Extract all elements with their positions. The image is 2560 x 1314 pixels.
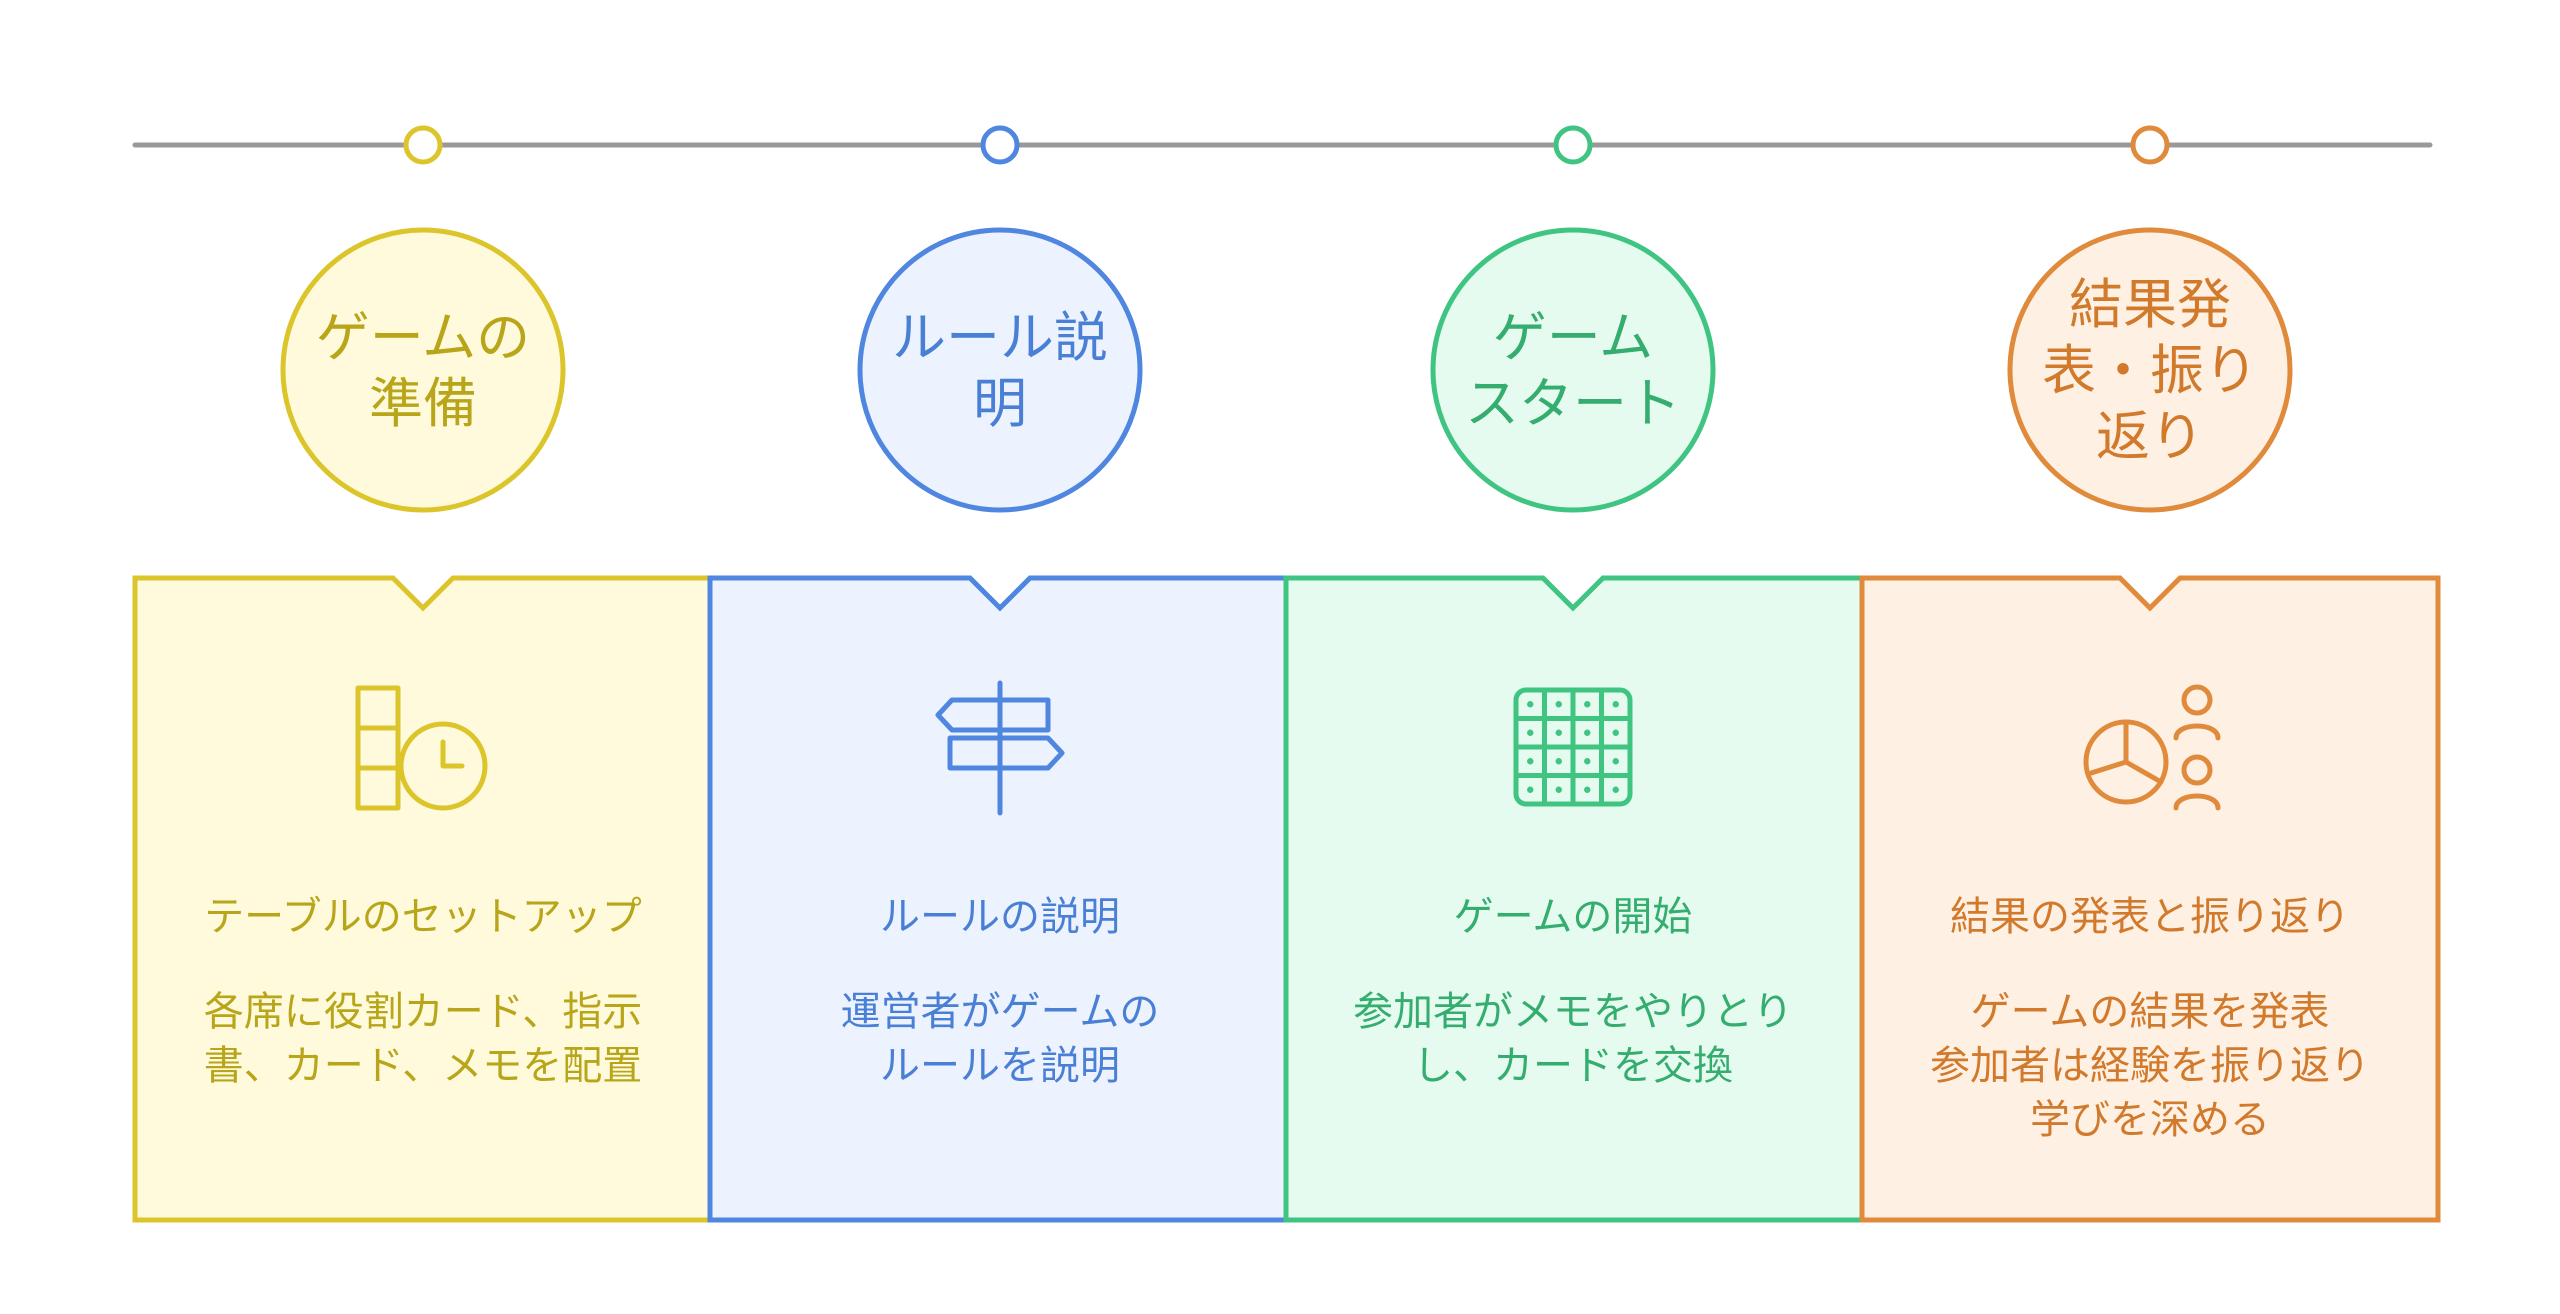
stage-title-1: ゲームの 準備 (315, 306, 531, 435)
card-title-2: ルールの説明 (880, 894, 1120, 940)
grid-dot (1555, 758, 1562, 765)
card-description-2: 運営者がゲームの ルールを説明 (840, 989, 1160, 1089)
grid-dot (1527, 786, 1534, 793)
stage-title-4: 結果発 表・振り 返り (2042, 273, 2258, 468)
card-title-1: テーブルのセットアップ (204, 894, 642, 940)
stage-circle-2 (857, 227, 1143, 513)
grid-dot (1584, 729, 1591, 736)
grid-dot (1612, 786, 1619, 793)
card-title-3: ゲームの開始 (1453, 894, 1693, 940)
grid-dot (1555, 786, 1562, 793)
card-description-3: 参加者がメモをやりとり し、カードを交換 (1353, 989, 1793, 1089)
stage-card-1 (132, 575, 713, 1223)
card-title-4: 結果の発表と振り返り (1950, 894, 2350, 940)
stage-card-4 (1859, 575, 2441, 1223)
timeline-marker-3 (1553, 125, 1593, 165)
card-description-4: ゲームの結果を発表 参加者は経験を振り返り 学びを深める (1930, 989, 2370, 1143)
card-description-1: 各席に役割カード、指示 書、カード、メモを配置 (203, 989, 643, 1089)
timeline-marker-2 (980, 125, 1020, 165)
grid-dot (1527, 758, 1534, 765)
grid-dot (1555, 729, 1562, 736)
pie-chart-people-icon (2083, 684, 2221, 811)
timeline-marker-4 (2130, 125, 2170, 165)
grid-dot (1527, 729, 1534, 736)
stage-card-2 (707, 575, 1289, 1223)
grid-dot (1584, 786, 1591, 793)
stage-circle-4 (2007, 227, 2293, 513)
stage-title-2: ルール説 明 (892, 306, 1108, 435)
stage-title-3: ゲーム スタート (1465, 306, 1681, 435)
grid-dot (1584, 758, 1591, 765)
grid-board-icon (1513, 687, 1633, 807)
stage-card-3 (1283, 575, 1865, 1223)
grid-dot (1555, 701, 1562, 708)
stage-circle-3 (1430, 227, 1716, 513)
grid-dot (1612, 758, 1619, 765)
timeline-marker-1 (403, 125, 443, 165)
grid-dot (1612, 701, 1619, 708)
grid-dot (1527, 701, 1534, 708)
stage-circle-1 (280, 227, 566, 513)
layout-clock-icon (355, 685, 488, 811)
signpost-icon (935, 680, 1065, 816)
grid-dot (1584, 701, 1591, 708)
grid-dot (1612, 729, 1619, 736)
